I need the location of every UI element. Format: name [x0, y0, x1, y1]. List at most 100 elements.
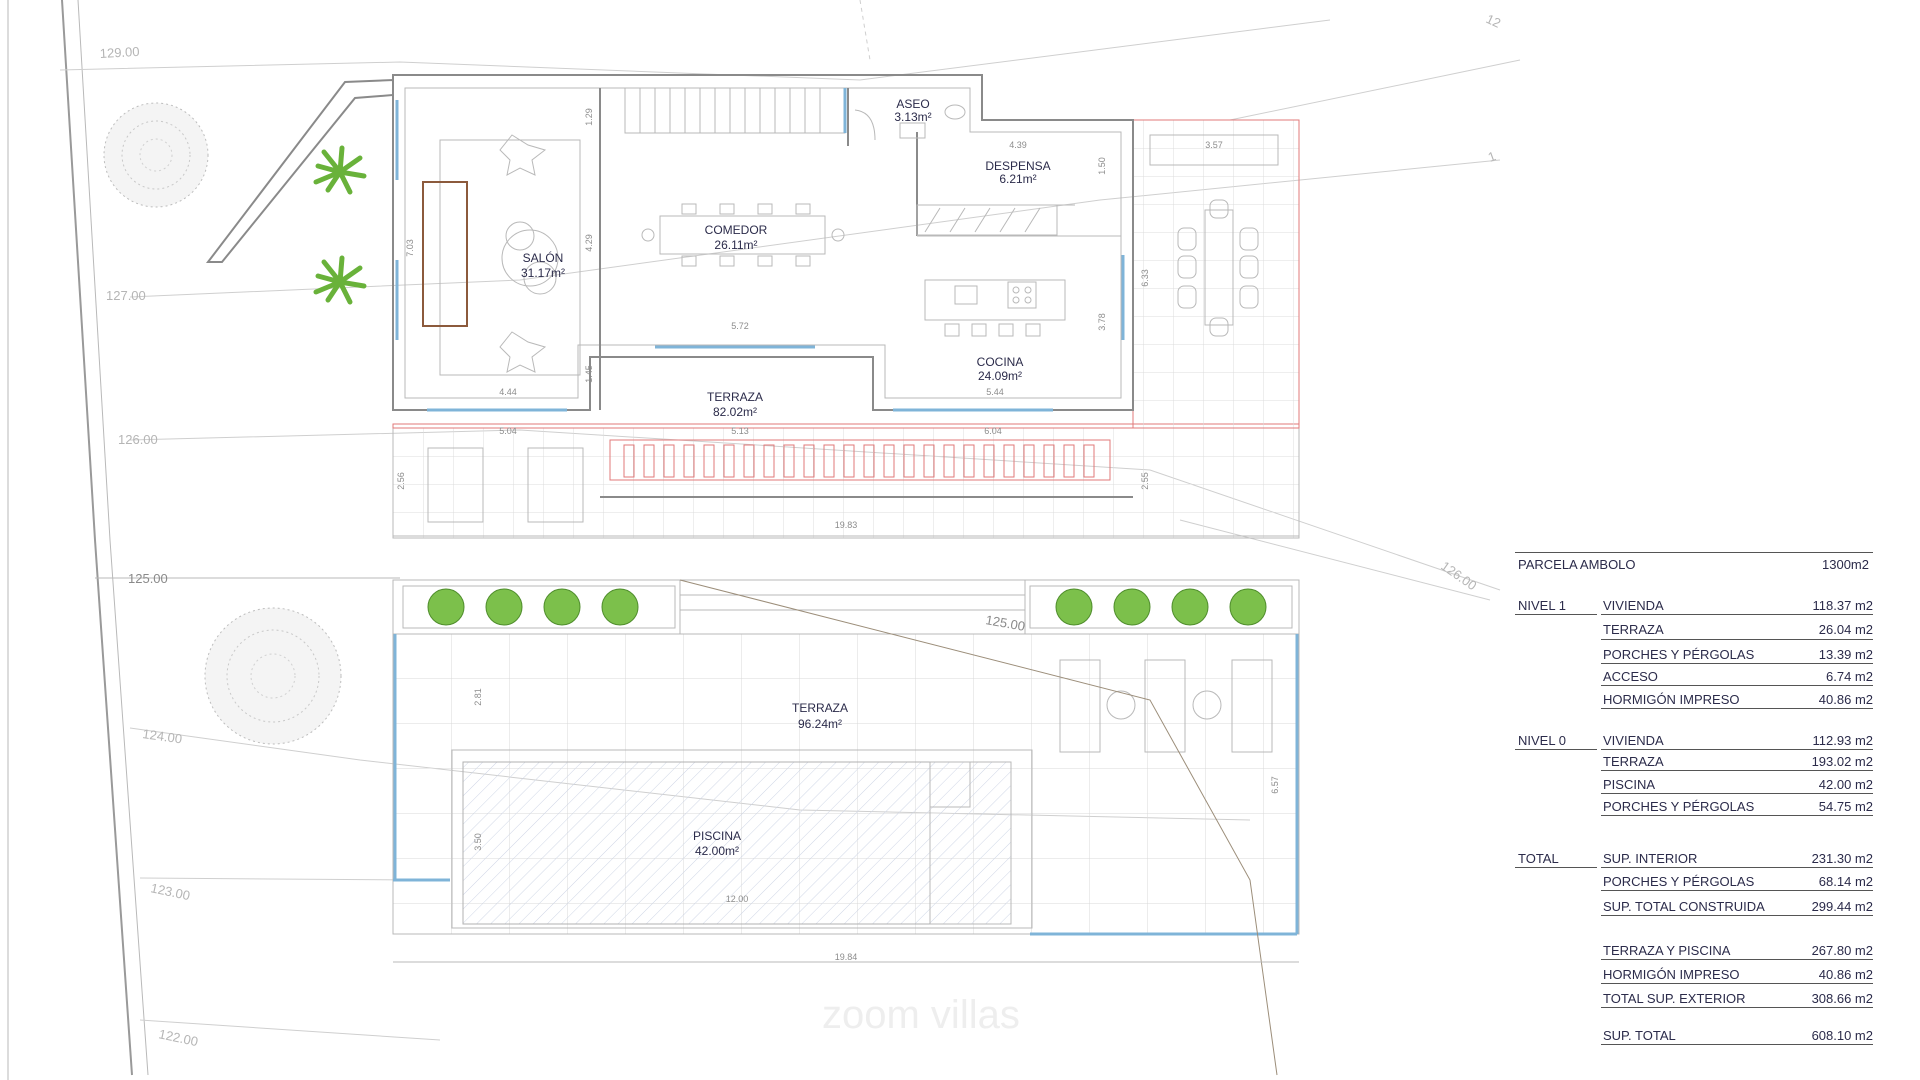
svg-text:4.39: 4.39	[1009, 140, 1027, 150]
svg-text:124.00: 124.00	[142, 726, 183, 746]
room-area: 26.11m²	[714, 238, 757, 252]
shrub-icon	[427, 588, 1267, 626]
svg-text:12.00: 12.00	[726, 894, 749, 904]
svg-text:5.13: 5.13	[731, 426, 749, 436]
area-name: VIVIENDA	[1603, 598, 1664, 613]
level-label: NIVEL 0	[1518, 733, 1566, 748]
area-row: SUP. TOTAL 608.10 m2	[1515, 1028, 1875, 1046]
svg-text:4.44: 4.44	[499, 387, 517, 397]
room-name: ASEO	[896, 97, 929, 111]
area-name: PORCHES Y PÉRGOLAS	[1603, 647, 1755, 662]
area-name: PORCHES Y PÉRGOLAS	[1603, 874, 1755, 889]
palm-tree-icon	[313, 255, 367, 305]
room-area: 42.00m²	[695, 844, 739, 858]
room-name: PISCINA	[693, 829, 741, 843]
area-row: PORCHES Y PÉRGOLAS 13.39 m2	[1515, 647, 1875, 665]
area-row: SUP. TOTAL CONSTRUIDA 299.44 m2	[1515, 899, 1875, 917]
svg-text:6.33: 6.33	[1140, 269, 1150, 287]
room-name: COCINA	[977, 355, 1024, 369]
svg-text:125.00: 125.00	[984, 612, 1026, 634]
sun-lounger-icon	[1059, 659, 1273, 753]
area-row: TOTAL SUP. EXTERIOR 308.66 m2	[1515, 991, 1875, 1009]
svg-text:1.29: 1.29	[584, 108, 594, 126]
dimension-labels: 1.29 4.29 1.45 7.03 4.44 5.04 5.72 5.13 …	[396, 108, 1280, 962]
sun-lounger-icon	[427, 447, 484, 523]
svg-text:3.50: 3.50	[473, 833, 483, 851]
area-value: 42.00 m2	[1818, 777, 1873, 792]
area-value: 13.39 m2	[1818, 647, 1873, 662]
area-value: 40.86 m2	[1818, 692, 1873, 707]
sofa-icon	[422, 181, 468, 327]
level-label: TOTAL	[1518, 851, 1559, 866]
svg-text:1.45: 1.45	[584, 365, 594, 383]
planter	[1029, 585, 1293, 629]
kitchen-island-icon	[924, 279, 1066, 337]
room-name: COMEDOR	[705, 223, 768, 237]
living-rug	[439, 139, 581, 376]
coffee-table-icon	[501, 229, 559, 287]
svg-text:1: 1	[1486, 148, 1498, 165]
svg-text:2.56: 2.56	[396, 472, 406, 490]
area-value: 40.86 m2	[1818, 967, 1873, 982]
tree-icon	[103, 102, 209, 208]
parcel-value: 1300m2	[1822, 557, 1869, 572]
armchair-icon	[499, 331, 547, 373]
area-name: TERRAZA	[1603, 622, 1664, 637]
watermark: zoom villas	[822, 993, 1020, 1037]
tree-icon	[204, 607, 342, 745]
contour-labels: 129.00 127.00 126.00 125.00 125.00 124.0…	[99, 11, 1503, 1049]
svg-text:5.44: 5.44	[986, 387, 1004, 397]
area-value: 68.14 m2	[1818, 874, 1873, 889]
area-row: NIVEL 0 VIVIENDA 112.93 m2	[1515, 733, 1875, 751]
svg-text:127.00: 127.00	[106, 288, 146, 303]
svg-text:123.00: 123.00	[149, 880, 191, 903]
parcel-row: PARCELA AMBOLO 1300m2	[1515, 557, 1875, 575]
area-value: 118.37 m2	[1812, 598, 1873, 613]
palm-tree-icon	[313, 145, 367, 195]
area-name: PORCHES Y PÉRGOLAS	[1603, 799, 1755, 814]
area-value: 112.93 m2	[1812, 733, 1873, 748]
area-row: PORCHES Y PÉRGOLAS 54.75 m2	[1515, 799, 1875, 817]
area-value: 231.30 m2	[1811, 851, 1873, 866]
svg-text:126.00: 126.00	[118, 432, 158, 447]
area-value: 6.74 m2	[1826, 669, 1873, 684]
svg-text:129.00: 129.00	[99, 44, 139, 61]
area-value: 299.44 m2	[1811, 899, 1873, 914]
pergola	[600, 439, 1133, 498]
armchair-icon	[499, 134, 547, 176]
area-row: TERRAZA 193.02 m2	[1515, 754, 1875, 772]
outdoor-dining-table-icon	[1177, 199, 1259, 337]
svg-text:2.81: 2.81	[473, 688, 483, 706]
svg-text:19.84: 19.84	[835, 952, 858, 962]
dining-table-icon	[641, 203, 845, 267]
area-value: 308.66 m2	[1811, 991, 1873, 1006]
svg-text:3.57: 3.57	[1205, 140, 1223, 150]
room-area: 31.17m²	[521, 266, 565, 280]
svg-text:125.00: 125.00	[128, 571, 168, 586]
area-name: VIVIENDA	[1603, 733, 1664, 748]
planter	[402, 585, 676, 629]
area-name: SUP. TOTAL CONSTRUIDA	[1603, 899, 1765, 914]
area-name: TERRAZA Y PISCINA	[1603, 943, 1731, 958]
svg-text:19.83: 19.83	[835, 520, 858, 530]
upper-terrace-paving	[393, 428, 1299, 538]
svg-text:2.55: 2.55	[1140, 472, 1150, 490]
area-name: PISCINA	[1603, 777, 1656, 792]
room-area: 6.21m²	[999, 172, 1036, 186]
area-value: 267.80 m2	[1811, 943, 1873, 958]
svg-text:6.04: 6.04	[984, 426, 1002, 436]
area-name: TERRAZA	[1603, 754, 1664, 769]
svg-text:5.72: 5.72	[731, 321, 749, 331]
area-name: HORMIGÓN IMPRESO	[1603, 967, 1740, 982]
area-value: 54.75 m2	[1818, 799, 1873, 814]
svg-text:4.29: 4.29	[584, 234, 594, 252]
toilet-icon	[944, 104, 966, 120]
area-row: TERRAZA Y PISCINA 267.80 m2	[1515, 943, 1875, 961]
area-row: PORCHES Y PÉRGOLAS 68.14 m2	[1515, 874, 1875, 892]
access-ramp	[205, 78, 394, 263]
area-row: NIVEL 1 VIVIENDA 118.37 m2	[1515, 598, 1875, 616]
area-name: TOTAL SUP. EXTERIOR	[1603, 991, 1746, 1006]
svg-text:1.50: 1.50	[1097, 157, 1107, 175]
room-name: TERRAZA	[792, 701, 848, 715]
